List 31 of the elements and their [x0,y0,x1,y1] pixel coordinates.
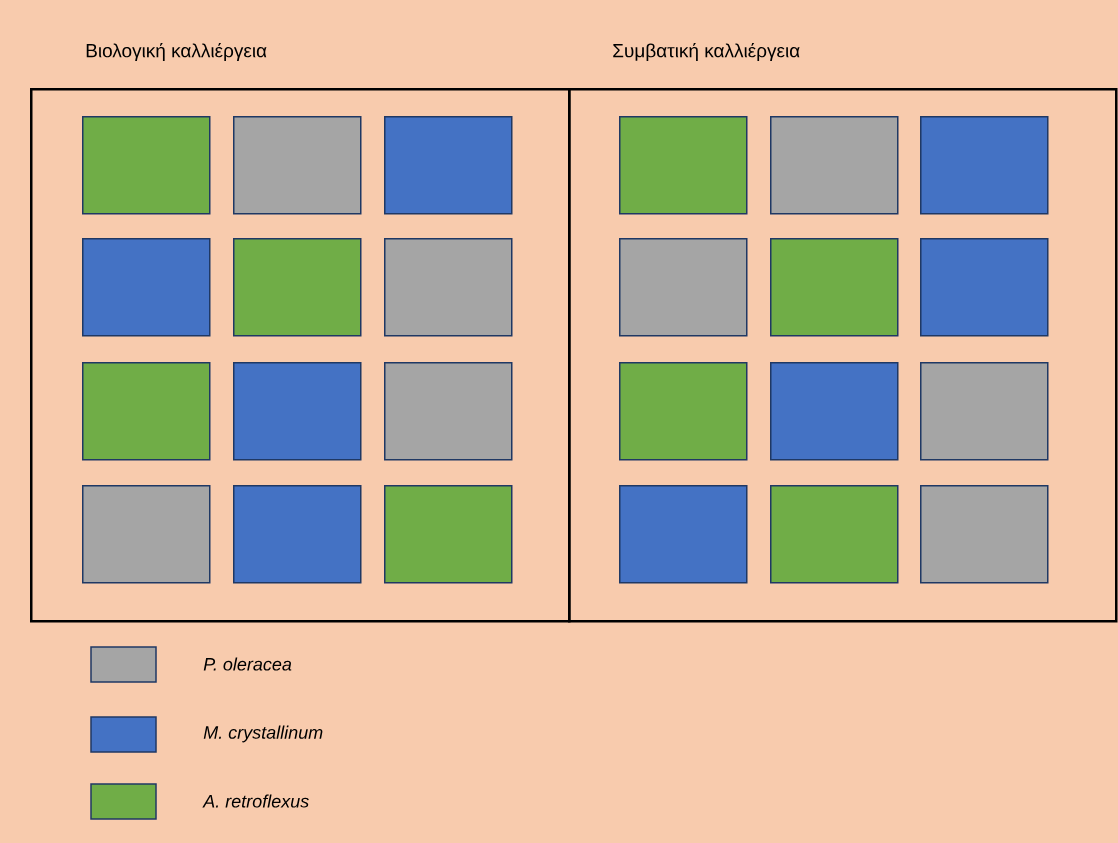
plot-box [619,362,748,461]
legend-label: A. retroflexus [202,794,309,808]
plot-box [619,485,748,584]
panel-heading: Βιολογική καλλιέργεια [86,42,267,62]
legend-label: P. oleracea [203,657,292,671]
plot-box [233,485,362,584]
plot-box [770,238,899,337]
plot-box [384,485,513,584]
plot-box [770,485,899,584]
plot-box [384,238,513,337]
plot-box [384,116,513,215]
plot-box [920,485,1049,584]
plot-box [233,116,362,215]
plot-box [82,362,211,461]
plot-box [770,116,899,215]
plot-box [920,116,1049,215]
plot-box [920,362,1049,461]
plot-box [82,116,211,215]
plot-box [233,238,362,337]
field-panel [30,42,571,623]
panel-heading: Συμβατική καλλιέργεια [613,42,800,62]
plot-box [619,116,748,215]
plot-box [233,362,362,461]
plot-box [619,238,748,337]
plot-box [384,362,513,461]
plot-box [770,362,899,461]
legend-label: M. crystallinum [203,725,323,743]
plot-box [920,238,1049,337]
field-panel [568,42,1118,623]
plot-box [82,485,211,584]
plot-box [82,238,211,337]
